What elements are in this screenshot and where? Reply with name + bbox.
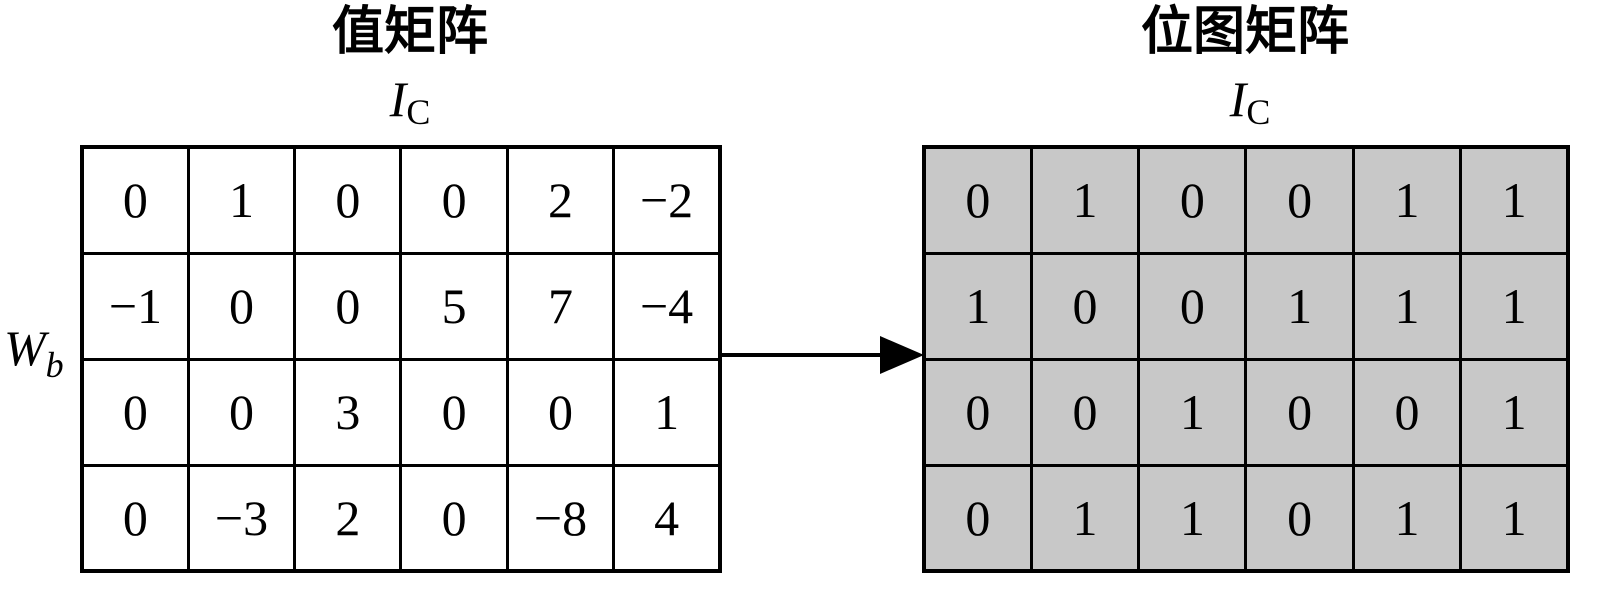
bitmap-matrix-cell: 1 (1351, 145, 1463, 255)
bitmap-matrix-cell: 0 (922, 463, 1033, 573)
value-matrix-cell: 1 (186, 145, 297, 255)
value-matrix-cell: −1 (80, 251, 190, 361)
arrow-right-icon (720, 336, 924, 374)
value-matrix-cell: 0 (186, 357, 297, 467)
bitmap-matrix-cell: 1 (1351, 463, 1463, 573)
bitmap-matrix-cell: 1 (1459, 357, 1570, 467)
bitmap-matrix-cell: 1 (1029, 463, 1141, 573)
bitmap-matrix-cell: 0 (1029, 357, 1141, 467)
value-matrix-cell: 0 (186, 251, 297, 361)
value-matrix-cell: 5 (399, 251, 509, 361)
bitmap-matrix-cell: 0 (1244, 357, 1355, 467)
bitmap-matrix-symbol: IC (1170, 68, 1330, 143)
bitmap-matrix-cell: 1 (1459, 251, 1570, 361)
bitmap-matrix-cell: 0 (1351, 357, 1463, 467)
value-matrix-symbol: IC (330, 68, 490, 143)
value-matrix-cell: 0 (80, 357, 190, 467)
bitmap-matrix-cell: 1 (1244, 251, 1355, 361)
bitmap-matrix-cell: 1 (1351, 251, 1463, 361)
value-matrix-cell: 0 (399, 145, 509, 255)
value-matrix-cell: 0 (399, 463, 509, 573)
value-matrix-symbol-main: I (389, 71, 407, 127)
arrow-head (880, 336, 924, 374)
value-matrix-cell: −3 (186, 463, 297, 573)
bitmap-matrix-title: 位图矩阵 (1140, 1, 1349, 62)
value-matrix-cell: 3 (293, 357, 403, 467)
bitmap-matrix-cell: 0 (1244, 145, 1355, 255)
value-matrix-cell: 1 (612, 357, 722, 467)
value-matrix-cell: 0 (505, 357, 616, 467)
bitmap-matrix-cell: 0 (922, 145, 1033, 255)
value-matrix-title: 值矩阵 (331, 1, 488, 62)
row-label-sub: b (45, 345, 64, 385)
value-matrix-cell: 0 (399, 357, 509, 467)
row-label-main: W (4, 320, 46, 376)
bitmap-matrix-cell: 1 (1459, 145, 1570, 255)
bitmap-matrix-symbol-main: I (1229, 71, 1247, 127)
row-label: Wb (4, 318, 64, 395)
bitmap-matrix-cell: 0 (922, 357, 1033, 467)
value-matrix-cell: 0 (80, 463, 190, 573)
bitmap-matrix-cell: 1 (1137, 357, 1248, 467)
value-matrix-cell: 0 (293, 145, 403, 255)
bitmap-matrix-cell: 1 (1459, 463, 1570, 573)
value-matrix-cell: 2 (293, 463, 403, 573)
value-matrix-cell: −2 (612, 145, 722, 255)
bitmap-matrix-cell: 1 (1137, 463, 1248, 573)
bitmap-matrix-cell: 0 (1137, 251, 1248, 361)
bitmap-matrix-cell: 1 (922, 251, 1033, 361)
value-matrix-symbol-sub: C (406, 92, 431, 132)
value-matrix-cell: 7 (505, 251, 616, 361)
value-matrix-cell: 0 (293, 251, 403, 361)
bitmap-matrix-cell: 0 (1029, 251, 1141, 361)
bitmap-matrix-cell: 0 (1244, 463, 1355, 573)
value-matrix-cell: 0 (80, 145, 190, 255)
value-matrix-cell: −8 (505, 463, 616, 573)
bitmap-matrix-symbol-sub: C (1246, 92, 1271, 132)
bitmap-matrix-cell: 1 (1029, 145, 1141, 255)
value-matrix-cell: 2 (505, 145, 616, 255)
value-matrix-cell: 4 (612, 463, 722, 573)
bitmap-matrix-cell: 0 (1137, 145, 1248, 255)
value-matrix-cell: −4 (612, 251, 722, 361)
